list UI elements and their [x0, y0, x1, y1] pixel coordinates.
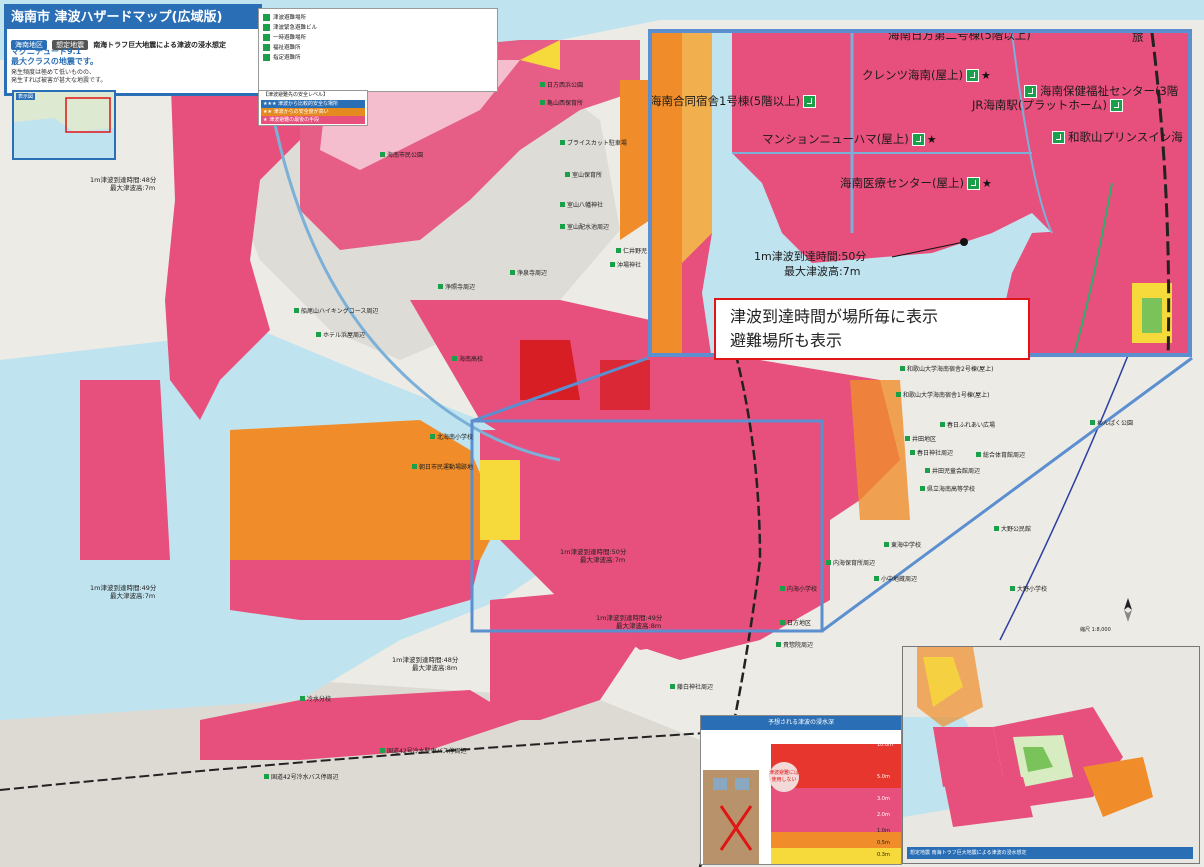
map-label[interactable]: 東海中学校	[884, 540, 921, 549]
shelter-label: マンションニューハマ(屋上)★	[762, 132, 937, 146]
shelter-icon	[803, 95, 817, 108]
inset-label-top: 海南日方第二号棟(5階以上)	[888, 29, 1031, 42]
map-label[interactable]: 井田児童会館周辺	[925, 466, 980, 475]
inset-label-east: 旅	[1132, 30, 1144, 44]
map-label[interactable]: 浄泉寺周辺	[510, 268, 547, 277]
map-label[interactable]: 井田地区	[905, 434, 936, 443]
depth-marker: 10.0m	[877, 742, 894, 748]
tsunami-arrival-label: 1m津波到達時間:48分最大津波高:8m	[392, 656, 459, 672]
map-label[interactable]: 室山保育所	[565, 170, 602, 179]
map-label[interactable]: わんぱく公園	[1090, 418, 1133, 427]
map-label[interactable]: 仁井野児	[616, 246, 647, 255]
map-label[interactable]: 沖場神社	[610, 260, 641, 269]
map-label[interactable]: 春日ふれあい広場	[940, 420, 995, 429]
map-label[interactable]: 室山配水池周辺	[560, 222, 609, 231]
scale-bar: 縮尺 1:8,000	[1080, 627, 1111, 633]
shelter-label: JR海南駅(プラットホーム)	[972, 97, 1124, 113]
map-label[interactable]: 国道42号冷水駐車バス停周辺	[380, 746, 467, 755]
map-label[interactable]: 県立海南高等学校	[920, 484, 975, 493]
shelter-icon	[1024, 85, 1037, 98]
depth-marker: 0.3m	[877, 852, 890, 858]
map-label[interactable]: 国道42号冷水バス停周辺	[264, 772, 339, 781]
map-label[interactable]: 海南高校	[452, 354, 483, 363]
shelter-label: 海南保健福祉センター(3階	[1024, 83, 1178, 99]
no-evacuate-note: 津波避難には使用しない	[769, 762, 799, 792]
inundation-depth-panel: 予想される津波の浸水深 津波避難には使用しない 10.0m 5.0m 3.0m …	[700, 715, 902, 865]
scenario-tag: 想定地震	[52, 40, 89, 50]
depth-marker: 1.0m	[877, 828, 890, 834]
legend-item: 一時避難場所	[263, 33, 306, 41]
map-label[interactable]: 日方西浜公園	[540, 80, 583, 89]
map-label[interactable]: 浄照寺周辺	[438, 282, 475, 291]
shelter-icon	[966, 177, 980, 190]
map-label[interactable]: 和歌山大学海南宿舎1号棟(屋上)	[896, 390, 990, 399]
compass	[1118, 598, 1138, 622]
legend-panel: 津波避難場所 津波緊急避難ビル 一時避難場所 福祉避難所 指定避難所	[258, 8, 498, 92]
map-label[interactable]: 海南市民公園	[380, 150, 423, 159]
shelter-icon	[1052, 131, 1065, 144]
shelter-icon	[911, 133, 925, 146]
shelter-icon	[965, 69, 979, 82]
magnitude-note: 発生頻度は極めて低いものの、 発生すれば被害が甚大な地震です。	[11, 69, 107, 84]
explanation-callout: 津波到達時間が場所毎に表示 避難場所も表示	[714, 298, 1030, 360]
depth-marker: 0.5m	[877, 840, 890, 846]
temp-shelter-icon	[263, 34, 270, 41]
legend-item: 津波緊急避難ビル	[263, 23, 317, 31]
level-row: ★★ 津波からの安全度が高い	[261, 108, 365, 116]
depth-marker: 5.0m	[877, 774, 890, 780]
map-label[interactable]: 総合体育館周辺	[976, 450, 1025, 459]
inset-tsunami-info: 1m津波到達時間:50分 最大津波高:7m	[754, 250, 867, 278]
map-label[interactable]: 朝日市民運動場跡地	[412, 462, 473, 471]
map-label[interactable]: 冷水分校	[300, 694, 331, 703]
map-title: 海南市 津波ハザードマップ(広域版)	[7, 7, 259, 29]
shelter-icon	[263, 14, 270, 21]
map-label[interactable]: 和歌山大学海南宿舎2号棟(屋上)	[900, 364, 994, 373]
tsunami-arrival-label: 1m津波到達時間:48分最大津波高:7m	[90, 176, 157, 192]
legend-item: 福祉避難所	[263, 43, 301, 51]
map-label[interactable]: 大野小学校	[1010, 584, 1047, 593]
star-icon: ★	[981, 177, 992, 190]
shelter-icon	[1110, 99, 1124, 112]
map-label[interactable]: 藤白神社周辺	[670, 682, 713, 691]
map-label[interactable]: ブライスカット駐車場	[560, 138, 627, 147]
map-label[interactable]: 内海小学校	[780, 584, 817, 593]
map-label[interactable]: 北海南小学校	[430, 432, 473, 441]
tsunami-arrival-label: 1m津波到達時間:49分最大津波高:7m	[90, 584, 157, 600]
shelter-label: 和歌山プリンスイン海	[1052, 129, 1183, 145]
scenario-text: 南海トラフ巨大地震による津波の浸水想定	[93, 41, 226, 49]
title-panel: 海南市 津波ハザードマップ(広域版) 海南地区 想定地震 南海トラフ巨大地震によ…	[4, 4, 262, 96]
map-label[interactable]: 春日神社周辺	[910, 448, 953, 457]
map-label[interactable]: 船尾山ハイキングコース周辺	[294, 306, 378, 315]
depth-marker: 3.0m	[877, 796, 890, 802]
welfare-icon	[263, 44, 270, 51]
depth-marker: 2.0m	[877, 812, 890, 818]
map-label[interactable]: 内海保育所周辺	[826, 558, 875, 567]
legend-item: 指定避難所	[263, 53, 301, 61]
level-row: ★★★ 津波から比較的安全な場所	[261, 100, 365, 108]
legend-item: 津波避難場所	[263, 13, 306, 21]
map-label[interactable]: 亀山西保育所	[540, 98, 583, 107]
shelter-label: 海南医療センター(屋上)★	[840, 176, 992, 190]
designated-icon	[263, 54, 270, 61]
map-label[interactable]: 貴惣院周辺	[776, 640, 813, 649]
regional-map[interactable]: 想定地震 南海トラフ巨大地震による津波の浸水想定	[902, 646, 1200, 864]
area-tag: 海南地区	[11, 40, 47, 50]
shelter-label: 海南合同宿舎1号棟(5階以上)	[652, 93, 817, 109]
map-label[interactable]: 小中地蔵周辺	[874, 574, 917, 583]
map-label[interactable]: ホテル浜屋周辺	[316, 330, 365, 339]
magnitude-box: マグニチュード9.1 最大クラスの地震です。	[11, 47, 99, 66]
star-icon: ★	[926, 133, 937, 146]
safety-level-legend: 【津波避難先の安全レベル】 ★★★ 津波から比較的安全な場所 ★★ 津波からの安…	[258, 90, 368, 126]
map-label[interactable]: 室山八幡神社	[560, 200, 603, 209]
building-icon	[263, 24, 270, 31]
locator-map[interactable]: 表示図	[12, 90, 116, 160]
map-label[interactable]: 大野公民館	[994, 524, 1031, 533]
star-icon: ★	[980, 69, 991, 82]
map-label[interactable]: 日方地区	[780, 618, 811, 627]
shelter-label: クレンツ海南(屋上)★	[862, 68, 991, 82]
tsunami-arrival-label: 1m津波到達時間:49分最大津波高:8m	[596, 614, 663, 630]
regional-caption: 想定地震 南海トラフ巨大地震による津波の浸水想定	[907, 847, 1193, 859]
level-row: ★ 津波避難の最後の手段	[261, 116, 365, 124]
tsunami-arrival-label: 1m津波到達時間:50分最大津波高:7m	[560, 548, 627, 564]
